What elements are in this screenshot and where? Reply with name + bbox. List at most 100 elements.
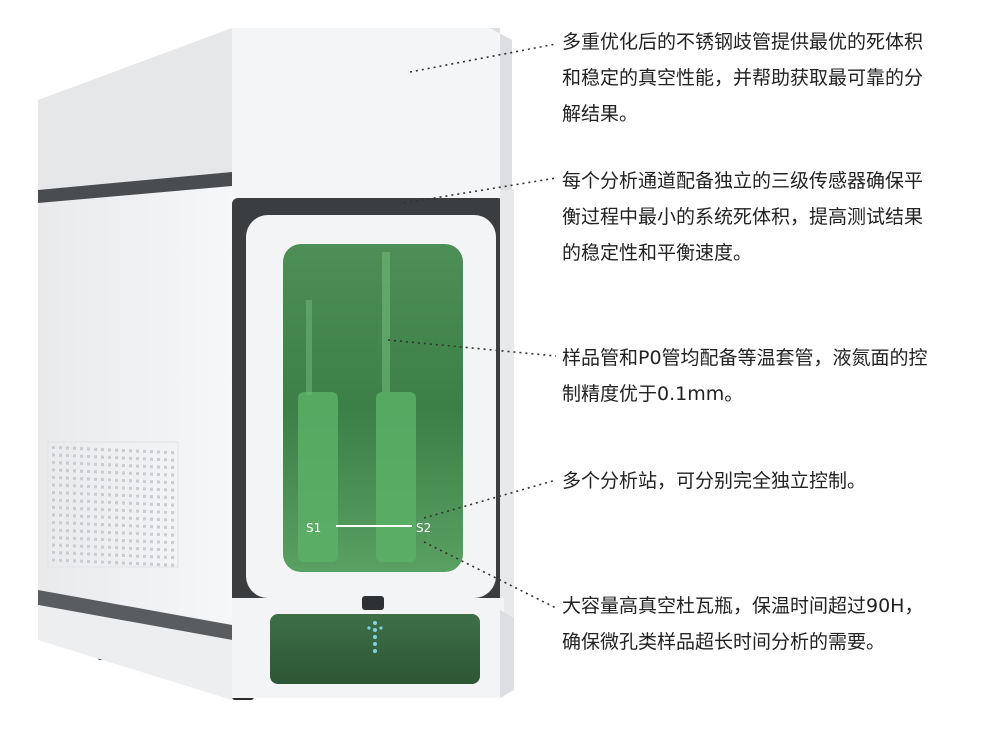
- vent-hole: [157, 473, 160, 476]
- vent-hole: [115, 553, 118, 557]
- vent-hole: [52, 491, 55, 494]
- vent-hole: [164, 525, 167, 529]
- vent-hole: [101, 545, 104, 549]
- vent-hole: [136, 464, 139, 468]
- vent-hole: [80, 454, 83, 458]
- vent-hole: [94, 537, 97, 541]
- vent-hole: [171, 526, 174, 530]
- vent-hole: [122, 509, 125, 512]
- vent-hole: [80, 492, 83, 496]
- vent-hole: [115, 463, 118, 467]
- vent-hole: [164, 495, 167, 499]
- vent-hole: [129, 456, 132, 460]
- callout-line: 确保微孔类样品超长时间分析的需要。: [562, 631, 886, 653]
- vent-hole: [122, 464, 125, 467]
- vent-hole: [94, 507, 97, 511]
- vent-hole: [164, 548, 167, 552]
- vent-hole: [150, 487, 153, 491]
- callout-line: 的稳定性和平衡速度。: [562, 242, 753, 264]
- vent-hole: [115, 508, 118, 512]
- vent-hole: [171, 473, 174, 477]
- vent-hole: [129, 494, 132, 498]
- vent-hole: [108, 455, 111, 459]
- vent-hole: [52, 543, 55, 547]
- vent-hole: [73, 491, 76, 495]
- vent-hole: [87, 537, 90, 541]
- vent-hole: [150, 540, 153, 544]
- vent-hole: [143, 539, 146, 543]
- vent-hole: [164, 465, 167, 469]
- vent-hole: [150, 510, 153, 514]
- vent-hole: [80, 462, 83, 466]
- callout-line: 多个分析站，可分别完全独立控制。: [562, 470, 867, 492]
- vent-hole: [80, 499, 83, 503]
- vent-hole: [122, 554, 125, 557]
- vent-hole: [171, 466, 174, 470]
- vent-hole: [101, 470, 104, 474]
- vent-hole: [171, 563, 174, 567]
- vent-hole: [115, 501, 118, 505]
- vent-hole: [115, 486, 118, 490]
- cabinet-top-front: [232, 28, 512, 198]
- vent-hole: [122, 531, 125, 535]
- callout-sensors: 每个分析通道配备独立的三级传感器确保平 衡过程中最小的系统死体积，提高测试结果 …: [562, 163, 982, 271]
- vent-hole: [115, 538, 118, 542]
- vent-hole: [157, 540, 160, 544]
- vent-hole: [143, 517, 146, 521]
- vent-hole: [108, 500, 111, 504]
- vent-hole: [108, 538, 111, 542]
- vent-hole: [94, 470, 97, 474]
- vent-hole: [129, 546, 132, 550]
- vent-hole: [101, 485, 104, 489]
- vent-hole: [108, 523, 111, 527]
- callout-line: 大容量高真空杜瓦瓶，保温时间超过90H，: [562, 595, 924, 617]
- vent-hole: [136, 562, 139, 566]
- vent-hole: [73, 544, 76, 548]
- vent-hole: [136, 494, 139, 498]
- vent-hole: [94, 477, 97, 481]
- vent-hole: [87, 515, 90, 518]
- vent-hole: [52, 513, 55, 517]
- vent-hole: [73, 469, 76, 473]
- station-label-s1: S1: [306, 521, 321, 535]
- vent-hole: [80, 552, 83, 556]
- vent-hole: [136, 502, 139, 506]
- observation-window: [283, 244, 463, 572]
- callout-line: 衡过程中最小的系统死体积，提高测试结果: [562, 206, 924, 228]
- vent-hole: [73, 559, 76, 563]
- vent-hole: [73, 514, 76, 518]
- vent-hole: [73, 484, 76, 488]
- vent-hole: [129, 509, 132, 513]
- vent-hole: [164, 563, 167, 567]
- vent-hole: [136, 449, 139, 453]
- vent-hole: [87, 507, 90, 511]
- vent-hole: [122, 494, 125, 497]
- vent-hole: [143, 524, 146, 528]
- vent-hole: [122, 456, 125, 460]
- vent-hole: [94, 500, 97, 504]
- vent-hole: [94, 552, 97, 556]
- vent-hole: [52, 506, 55, 509]
- callout-stations: 多个分析站，可分别完全独立控制。: [562, 463, 982, 499]
- callout-line: 每个分析通道配备独立的三级传感器确保平: [562, 170, 924, 192]
- vent-hole: [87, 500, 90, 503]
- vent-hole: [94, 560, 97, 564]
- vent-hole: [52, 558, 55, 562]
- vent-hole: [52, 446, 55, 449]
- vent-hole: [150, 555, 153, 559]
- vent-hole: [80, 507, 83, 511]
- vent-hole: [101, 455, 104, 459]
- vent-hole: [136, 554, 139, 558]
- vent-hole: [59, 476, 62, 480]
- vent-hole: [143, 464, 146, 468]
- vent-hole: [171, 496, 174, 500]
- vent-hole: [87, 470, 90, 473]
- vent-hole: [87, 485, 90, 488]
- vent-hole: [150, 517, 153, 521]
- vent-hole: [122, 524, 125, 527]
- vent-hole: [59, 498, 62, 502]
- vent-hole: [150, 450, 153, 454]
- vent-hole: [129, 554, 132, 558]
- vent-hole: [136, 547, 139, 551]
- vent-hole: [73, 446, 76, 450]
